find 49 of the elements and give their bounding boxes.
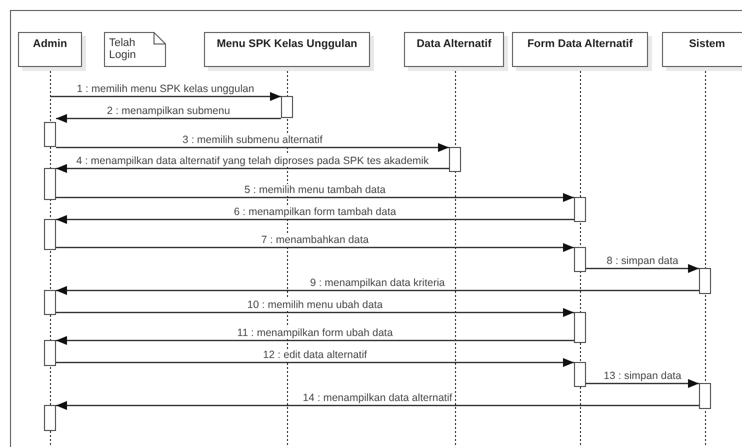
message-label: 10 : memilih menu ubah data — [246, 298, 384, 310]
message-label: 5 : memilih menu tambah data — [243, 184, 387, 196]
message-label: 1 : memilih menu SPK kelas unggulan — [76, 82, 256, 94]
message-arrow — [56, 114, 281, 123]
note-text: Telah Login — [109, 37, 137, 61]
lifeline-name: Sistem — [688, 38, 726, 50]
message-arrow — [50, 92, 281, 101]
activation-bar — [44, 219, 56, 250]
activation-bar — [574, 312, 586, 343]
message-label: 13 : simpan data — [602, 370, 682, 382]
activation-bar — [44, 405, 56, 431]
activation-bar — [574, 247, 586, 272]
message-arrow — [56, 164, 449, 173]
activation-bar — [574, 362, 586, 387]
message-arrow — [586, 379, 699, 388]
activation-bar — [449, 147, 461, 172]
note — [104, 32, 166, 67]
message-arrow — [56, 336, 574, 345]
activation-bar — [44, 340, 56, 366]
message-arrow — [586, 264, 699, 273]
message-label: 8 : simpan data — [606, 254, 680, 266]
activation-bar — [574, 197, 586, 222]
lifeline-name: Menu SPK Kelas Unggulan — [216, 38, 358, 50]
lifeline-name: Data Alternatif — [416, 38, 492, 50]
activation-bar — [281, 96, 293, 118]
lifeline-name: Admin — [32, 38, 68, 50]
lifeline-name: Form Data Alternatif — [527, 38, 633, 50]
message-label: 6 : menampilkan form tambah data — [232, 206, 398, 218]
message-label: 4 : menampilkan data alternatif yang telah diproses pada SPK tes akademik — [75, 154, 430, 166]
message-label: 11 : menampilkan form ubah data — [236, 326, 394, 338]
message-arrow — [56, 143, 449, 152]
activation-bar — [44, 122, 56, 147]
message-label: 3 : memilih submenu alternatif — [181, 134, 324, 146]
activation-bar — [699, 383, 711, 409]
message-arrow — [56, 243, 574, 252]
message-arrow — [56, 308, 574, 317]
message-label: 14 : menampilkan data alternatif — [302, 392, 454, 404]
activation-bar — [699, 268, 711, 294]
message-label: 2 : menampilkan submenu — [106, 104, 232, 116]
message-label: 12 : edit data alternatif — [262, 348, 368, 360]
message-arrow — [56, 401, 699, 410]
activation-bar — [44, 168, 56, 200]
message-arrow — [56, 215, 574, 224]
activation-bar — [44, 290, 56, 315]
message-label: 7 : menambahkan data — [260, 234, 370, 246]
message-arrow — [56, 193, 574, 202]
message-arrow — [56, 358, 574, 367]
message-arrow — [56, 286, 699, 295]
message-label: 9 : menampilkan data kriteria — [309, 276, 446, 288]
